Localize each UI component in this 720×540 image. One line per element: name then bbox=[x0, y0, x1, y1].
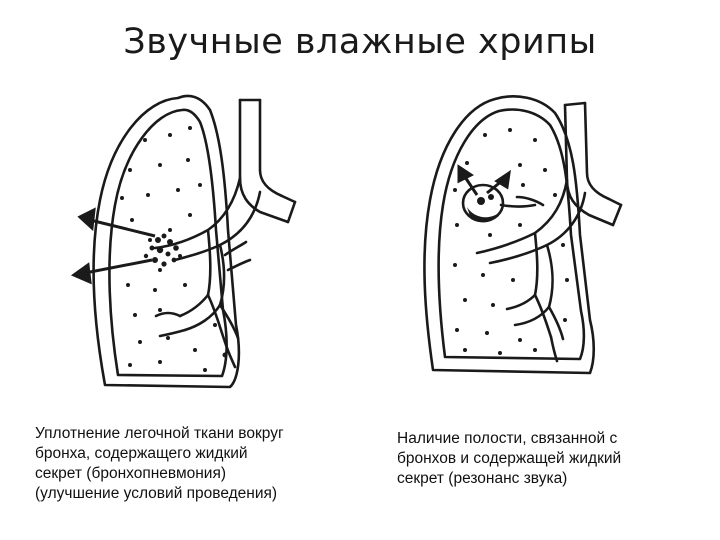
caption-line: секрет (бронхопневмония) bbox=[35, 465, 227, 482]
lung-texture-dots bbox=[120, 126, 228, 372]
lung-inner-outline bbox=[437, 108, 586, 361]
consolidation-cluster bbox=[143, 228, 182, 272]
caption-line: Уплотнение легочной ткани вокруг bbox=[35, 425, 284, 442]
lung-inner-outline bbox=[108, 108, 228, 378]
sound-arrows bbox=[70, 207, 156, 285]
slide-title: Звучные влажные хрипы bbox=[123, 22, 597, 62]
lung-consolidation-illustration bbox=[70, 94, 297, 389]
lung-outline bbox=[92, 94, 241, 389]
trachea bbox=[238, 98, 297, 224]
caption-cavity: Наличие полости, связанной с бронхов и с… bbox=[397, 429, 707, 489]
caption-line: секрет (резонанс звука) bbox=[397, 470, 568, 487]
bronchus bbox=[153, 176, 262, 262]
caption-line: Наличие полости, связанной с bbox=[397, 430, 618, 447]
sound-arrows bbox=[457, 164, 511, 196]
caption-line: (улучшение условий проведения) bbox=[35, 485, 278, 502]
lung-texture-dots bbox=[453, 128, 569, 355]
caption-line: бронха, содержащего жидкий bbox=[35, 445, 248, 462]
caption-consolidation: Уплотнение легочной ткани вокруг бронха,… bbox=[35, 424, 365, 504]
cavity-fluid bbox=[467, 194, 499, 223]
lung-cavity-illustration bbox=[423, 95, 623, 375]
lung-outline bbox=[423, 95, 596, 375]
caption-line: бронхов и содержащей жидкий bbox=[397, 450, 622, 467]
